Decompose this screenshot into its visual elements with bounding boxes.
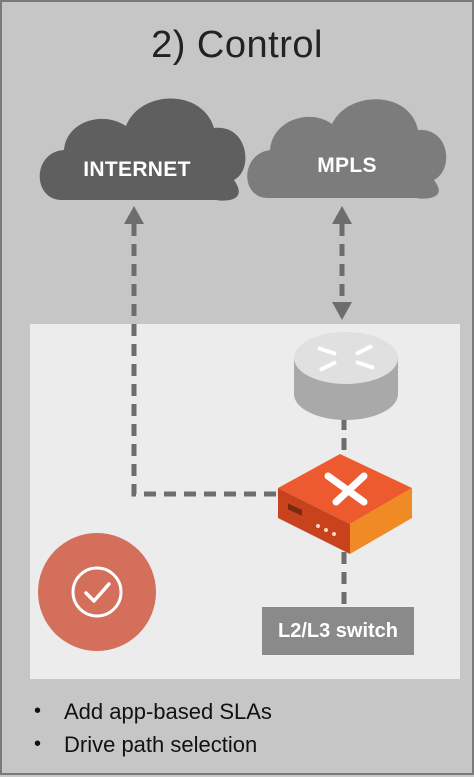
status-badge [38,533,156,651]
list-item-text: Drive path selection [64,732,258,757]
internet-arrowhead-icon [124,206,144,224]
internet-path-line [131,224,278,497]
internet-label: INTERNET [83,158,191,181]
mpls-label: MPLS [317,154,377,177]
bullet-icon: • [34,700,42,722]
internet-cloud-icon [39,98,246,201]
mpls-down-arrowhead-icon [332,302,352,320]
bullet-icon: • [34,733,42,755]
list-item: • Add app-based SLAs [34,695,272,728]
list-item: • Drive path selection [34,728,272,761]
checkmark-icon [71,566,123,618]
sd-wan-appliance-icon [278,454,412,554]
mpls-up-arrowhead-icon [332,206,352,224]
l2-l3-switch-box: L2/L3 switch [262,607,414,655]
arrowheads [124,206,352,320]
router-icon [294,332,398,420]
list-item-text: Add app-based SLAs [64,699,272,724]
connector-lines [131,224,347,606]
feature-list: • Add app-based SLAs • Drive path selectio… [34,695,272,761]
panel-title: 2) Control [151,24,323,66]
switch-label: L2/L3 switch [277,619,399,642]
mpls-cloud-icon [247,99,447,199]
